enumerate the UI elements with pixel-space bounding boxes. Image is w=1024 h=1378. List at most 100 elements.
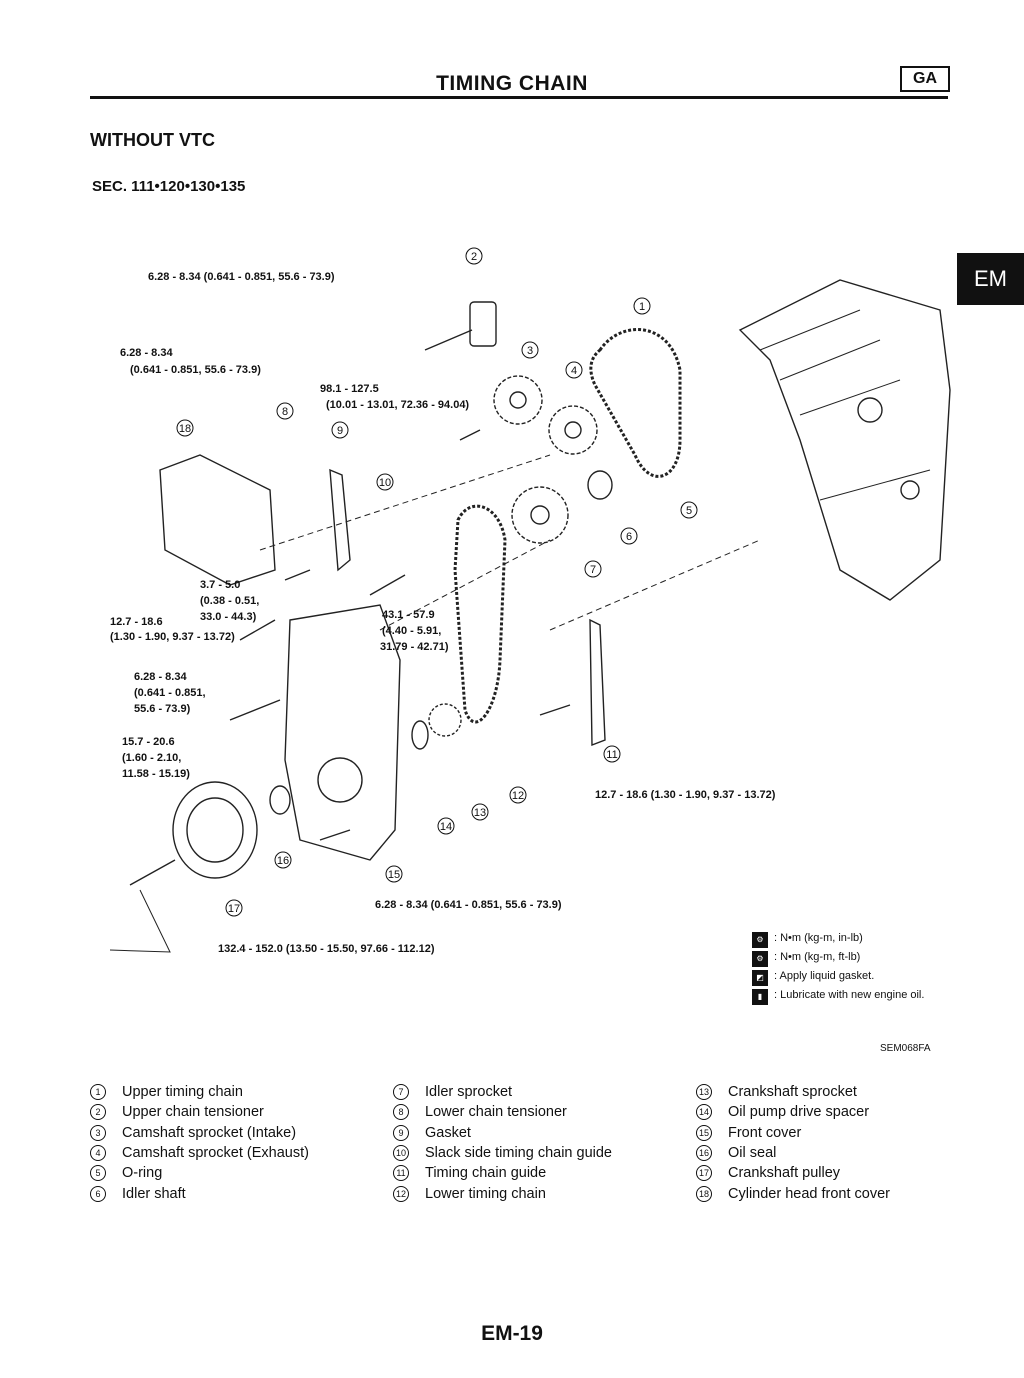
page-number: EM-19 bbox=[481, 1322, 543, 1345]
exhaust-sprocket-drawing bbox=[548, 405, 598, 455]
torque-nm-kgm-ftlb-icon: ⚙ bbox=[752, 951, 768, 967]
callout-18: 18 bbox=[176, 419, 194, 437]
callout-4: 4 bbox=[565, 361, 583, 379]
svg-text:12: 12 bbox=[512, 790, 524, 802]
chapter-tab: EM bbox=[957, 253, 1024, 305]
legend-row: ▮: Lubricate with new engine oil. bbox=[752, 989, 952, 1005]
torque-label: 12.7 - 18.6 (1.30 - 1.90, 9.37 - 13.72) bbox=[595, 789, 776, 801]
slack-guide-drawing bbox=[329, 468, 351, 572]
section-number: SEC. 111•120•130•135 bbox=[92, 178, 246, 195]
torque-nm-kgm-inlb-icon: ⚙ bbox=[752, 932, 768, 948]
svg-text:1: 1 bbox=[639, 301, 645, 313]
callout-6: 6 bbox=[620, 527, 638, 545]
lower-timing-chain-drawing bbox=[453, 504, 507, 724]
callout-9: 9 bbox=[331, 421, 349, 439]
svg-text:9: 9 bbox=[337, 425, 343, 437]
torque-label: 55.6 - 73.9) bbox=[134, 703, 191, 715]
header-rule bbox=[90, 96, 948, 99]
callout-13: 13 bbox=[471, 803, 489, 821]
engine-block-drawing bbox=[738, 279, 951, 601]
callout-7: 7 bbox=[584, 560, 602, 578]
torque-label: 11.58 - 15.19) bbox=[122, 768, 190, 780]
torque-label: (10.01 - 13.01, 72.36 - 94.04) bbox=[326, 399, 469, 411]
torque-label: (0.641 - 0.851, 55.6 - 73.9) bbox=[130, 364, 261, 376]
torque-label: 31.79 - 42.71) bbox=[380, 641, 449, 653]
symbol-legend: ⚙: N•m (kg-m, in-lb) ⚙: N•m (kg-m, ft-lb… bbox=[752, 932, 952, 1008]
legend-row: ◩: Apply liquid gasket. bbox=[752, 970, 952, 986]
torque-label: 12.7 - 18.6 bbox=[110, 616, 163, 628]
timing-chain-exploded-diagram: 6.28 - 8.34 (0.641 - 0.851, 55.6 - 73.9)… bbox=[109, 247, 951, 955]
svg-text:7: 7 bbox=[590, 564, 596, 576]
torque-label: 33.0 - 44.3) bbox=[200, 611, 257, 623]
section-title: WITHOUT VTC bbox=[90, 130, 215, 150]
callout-2: 2 bbox=[465, 247, 483, 265]
head-front-cover-drawing bbox=[159, 454, 276, 586]
torque-label: 6.28 - 8.34 bbox=[120, 347, 173, 359]
torque-label: 6.28 - 8.34 (0.641 - 0.851, 55.6 - 73.9) bbox=[148, 271, 335, 283]
torque-label: (0.38 - 0.51, bbox=[200, 595, 259, 607]
front-cover-drawing bbox=[284, 604, 401, 861]
torque-label: (4.40 - 5.91, bbox=[382, 625, 441, 637]
svg-text:8: 8 bbox=[282, 406, 288, 418]
callout-11: 11 bbox=[603, 745, 621, 763]
callout-5: 5 bbox=[680, 501, 698, 519]
svg-text:3: 3 bbox=[527, 345, 533, 357]
torque-label: 43.1 - 57.9 bbox=[382, 609, 435, 621]
svg-text:18: 18 bbox=[179, 423, 191, 435]
legend-row: ⚙: N•m (kg-m, ft-lb) bbox=[752, 951, 952, 967]
svg-text:17: 17 bbox=[228, 903, 240, 915]
svg-text:5: 5 bbox=[686, 505, 692, 517]
callout-16: 16 bbox=[274, 851, 292, 869]
torque-label: 132.4 - 152.0 (13.50 - 15.50, 97.66 - 11… bbox=[218, 943, 435, 955]
svg-text:6: 6 bbox=[626, 531, 632, 543]
callout-8: 8 bbox=[276, 402, 294, 420]
torque-label: 98.1 - 127.5 bbox=[320, 383, 379, 395]
callout-15: 15 bbox=[385, 865, 403, 883]
timing-guide-drawing bbox=[589, 618, 606, 747]
svg-text:4: 4 bbox=[571, 365, 577, 377]
svg-text:10: 10 bbox=[379, 477, 391, 489]
svg-text:14: 14 bbox=[440, 821, 452, 833]
crankshaft-sprocket-drawing bbox=[428, 703, 462, 737]
crankshaft-pulley-drawing bbox=[172, 781, 258, 879]
torque-label: 15.7 - 20.6 bbox=[122, 736, 175, 748]
torque-label: 6.28 - 8.34 bbox=[134, 671, 187, 683]
figure-code: SEM068FA bbox=[880, 1043, 931, 1054]
torque-label: (0.641 - 0.851, bbox=[134, 687, 206, 699]
page-title: TIMING CHAIN bbox=[436, 72, 588, 95]
callout-1: 1 bbox=[633, 297, 651, 315]
torque-label: 3.7 - 5.0 bbox=[200, 579, 240, 591]
callout-17: 17 bbox=[225, 899, 243, 917]
torque-label: (1.60 - 2.10, bbox=[122, 752, 181, 764]
callout-3: 3 bbox=[521, 341, 539, 359]
upper-timing-chain-drawing bbox=[589, 328, 682, 478]
engine-code-badge: GA bbox=[900, 66, 950, 92]
svg-text:11: 11 bbox=[606, 749, 617, 761]
svg-text:16: 16 bbox=[277, 855, 289, 867]
callout-12: 12 bbox=[509, 786, 527, 804]
torque-label: (1.30 - 1.90, 9.37 - 13.72) bbox=[110, 631, 235, 643]
callout-10: 10 bbox=[376, 473, 394, 491]
svg-text:13: 13 bbox=[474, 807, 486, 819]
svg-text:15: 15 bbox=[388, 869, 400, 881]
intake-sprocket-drawing bbox=[493, 375, 543, 425]
engine-oil-icon: ▮ bbox=[752, 989, 768, 1005]
callout-14: 14 bbox=[437, 817, 455, 835]
legend-row: ⚙: N•m (kg-m, in-lb) bbox=[752, 932, 952, 948]
